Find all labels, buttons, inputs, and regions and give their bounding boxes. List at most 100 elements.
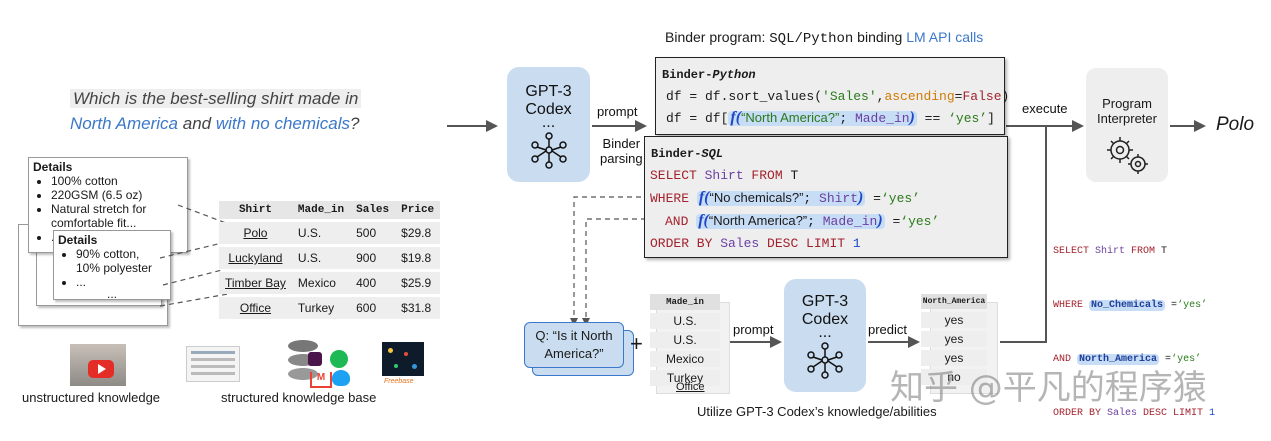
gpt-line1: GPT-3 [801,293,849,310]
spotify-icon [330,350,348,368]
arrowhead [908,336,920,348]
sql-token: Shirt [696,168,744,183]
small-sql-line1: SELECT Shirt FROM T [1053,243,1215,261]
dashed-connector [159,241,227,259]
sql-token: = [884,214,901,229]
small-sql-token: Sales [1101,408,1138,419]
sql-token: = [865,191,881,206]
sql-token: DESC LIMIT [759,236,846,251]
binder-sql-box: Binder-SQL SELECT Shirt FROM T WHERE f(“… [644,136,1008,258]
youtube-icon [88,360,114,378]
table-cell: $31.8 [395,297,441,319]
sql-token: ; [807,214,823,229]
sql-token: “North America?” [708,213,808,228]
table-cell: Polo [219,222,292,244]
binder-parsing-1: Binder [602,136,641,151]
binder-program-title: Binder program: SQL/Python binding LM AP… [665,29,983,47]
made-in-cell: U.S. [650,313,720,329]
small-sql-line3: AND North_America =‘yes’ [1053,351,1215,369]
small-sql-token: SELECT [1053,246,1090,257]
details-back-item: Natural stretch for comfortable fit... [51,202,183,230]
binder-parsing-label: Binder parsing [600,136,643,166]
sql-line2: WHERE f(“No chemicals?”; Shirt) =‘yes’ [650,187,1007,210]
py-token: == [916,111,949,126]
col-header: Shirt [219,201,292,219]
table-cell: 600 [350,297,396,319]
arrowhead [1072,120,1084,132]
binder-title-pre: Binder program: [665,29,770,45]
table-cell: Mexico [291,272,351,294]
details-back-item: 220GSM (6.5 oz) [51,188,183,202]
unstructured-knowledge-label: unstructured knowledge [22,390,161,405]
question-and: and [182,114,212,133]
program-interpreter-box: Program Interpreter [1086,68,1168,182]
dashed-connector-where [573,196,650,318]
resolved-sql: SELECT Shirt FROM T WHERE No_Chemicals =… [1053,207,1215,441]
gpt3-codex-top: GPT-3 Codex ... [507,67,590,182]
py-token: ] [987,111,995,126]
details-back-title: Details [33,160,73,174]
sql-token: 1 [845,236,861,251]
sql-token: Shirt [819,191,859,206]
small-sql-token: 1 [1203,408,1216,419]
qbox-line2: America?” [544,346,604,361]
question-text: Which is the best-selling shirt made in … [70,86,400,136]
made-in-header: Made_in [650,294,720,310]
binder-title-code: SQL/Python [769,31,854,47]
utilize-caption: Utilize GPT-3 Codex’s knowledge/abilitie… [697,404,937,419]
py-token: df = df[ [666,111,729,126]
sql-token: ‘yes’ [880,191,920,206]
prompt-label-bottom: prompt [733,322,774,337]
sql-token: T [782,168,799,183]
sql-token: Sales [712,236,760,251]
small-sql-token: AND [1053,354,1072,365]
small-sql-token: FROM [1125,246,1156,257]
table-cell: $29.8 [395,222,441,244]
sql-token: WHERE [650,191,690,206]
table-cell: Luckyland [219,247,292,269]
execute-label: execute [1022,101,1068,116]
small-sql-line2: WHERE No_Chemicals =‘yes’ [1053,297,1215,315]
plus-sign: + [630,331,643,356]
arrow-up-to-execute [1000,126,1047,343]
sql-token: ) [858,189,864,206]
sql-box-title: Binder-SQL [651,147,1007,161]
py-token: False [962,89,1002,104]
made-in-table: Made_in U.S. U.S. Mexico Turkey [650,294,720,386]
python-line2: df = df[f(“North America?”; Made_in) == … [666,108,1004,129]
sql-token: ) [877,212,883,229]
binder-python-box: Binder-Python df = df.sort_values('Sales… [655,57,1009,135]
table-cell: $25.9 [395,272,441,294]
small-sql-token: ‘yes’ [1177,300,1208,311]
qbox-line1: Q: “Is it North [535,328,613,343]
py-token: Made_in [854,111,910,126]
arrowhead [635,120,647,132]
made-in-cell: Turkey [650,370,720,386]
gmail-icon: M [310,372,332,388]
gpt-line2: Codex [801,311,849,328]
gpt-line2: Codex [525,101,572,118]
table-cell: Turkey [291,297,351,319]
openai-network-icon [807,342,843,379]
small-sql-token: DESC LIMIT [1137,408,1204,419]
table-cell: 400 [350,272,396,294]
col-header: Price [395,201,441,219]
made-in-cell: Mexico [650,351,720,367]
py-token: f( [730,109,742,126]
py-token: ascending [884,89,955,104]
table-row: Polo U.S. 500 $29.8 [219,222,441,244]
gpt3-codex-bottom: GPT-3 Codex ... [784,279,866,392]
binder-parsing-2: parsing [600,151,643,166]
small-sql-token: ORDER BY [1053,408,1102,419]
sql-token: AND [665,214,689,229]
sql-token: ORDER BY [650,236,713,251]
sql-head2: SQL [701,147,724,161]
py-token: ; [839,111,855,126]
sql-head1: Binder- [651,147,702,161]
binder-title-link: LM API calls [906,29,984,45]
table-cell: U.S. [291,222,351,244]
table-cell: $19.8 [395,247,441,269]
prompt-label-top: prompt [597,104,638,119]
table-cell: Office [219,297,292,319]
question-mark: ? [350,114,360,133]
